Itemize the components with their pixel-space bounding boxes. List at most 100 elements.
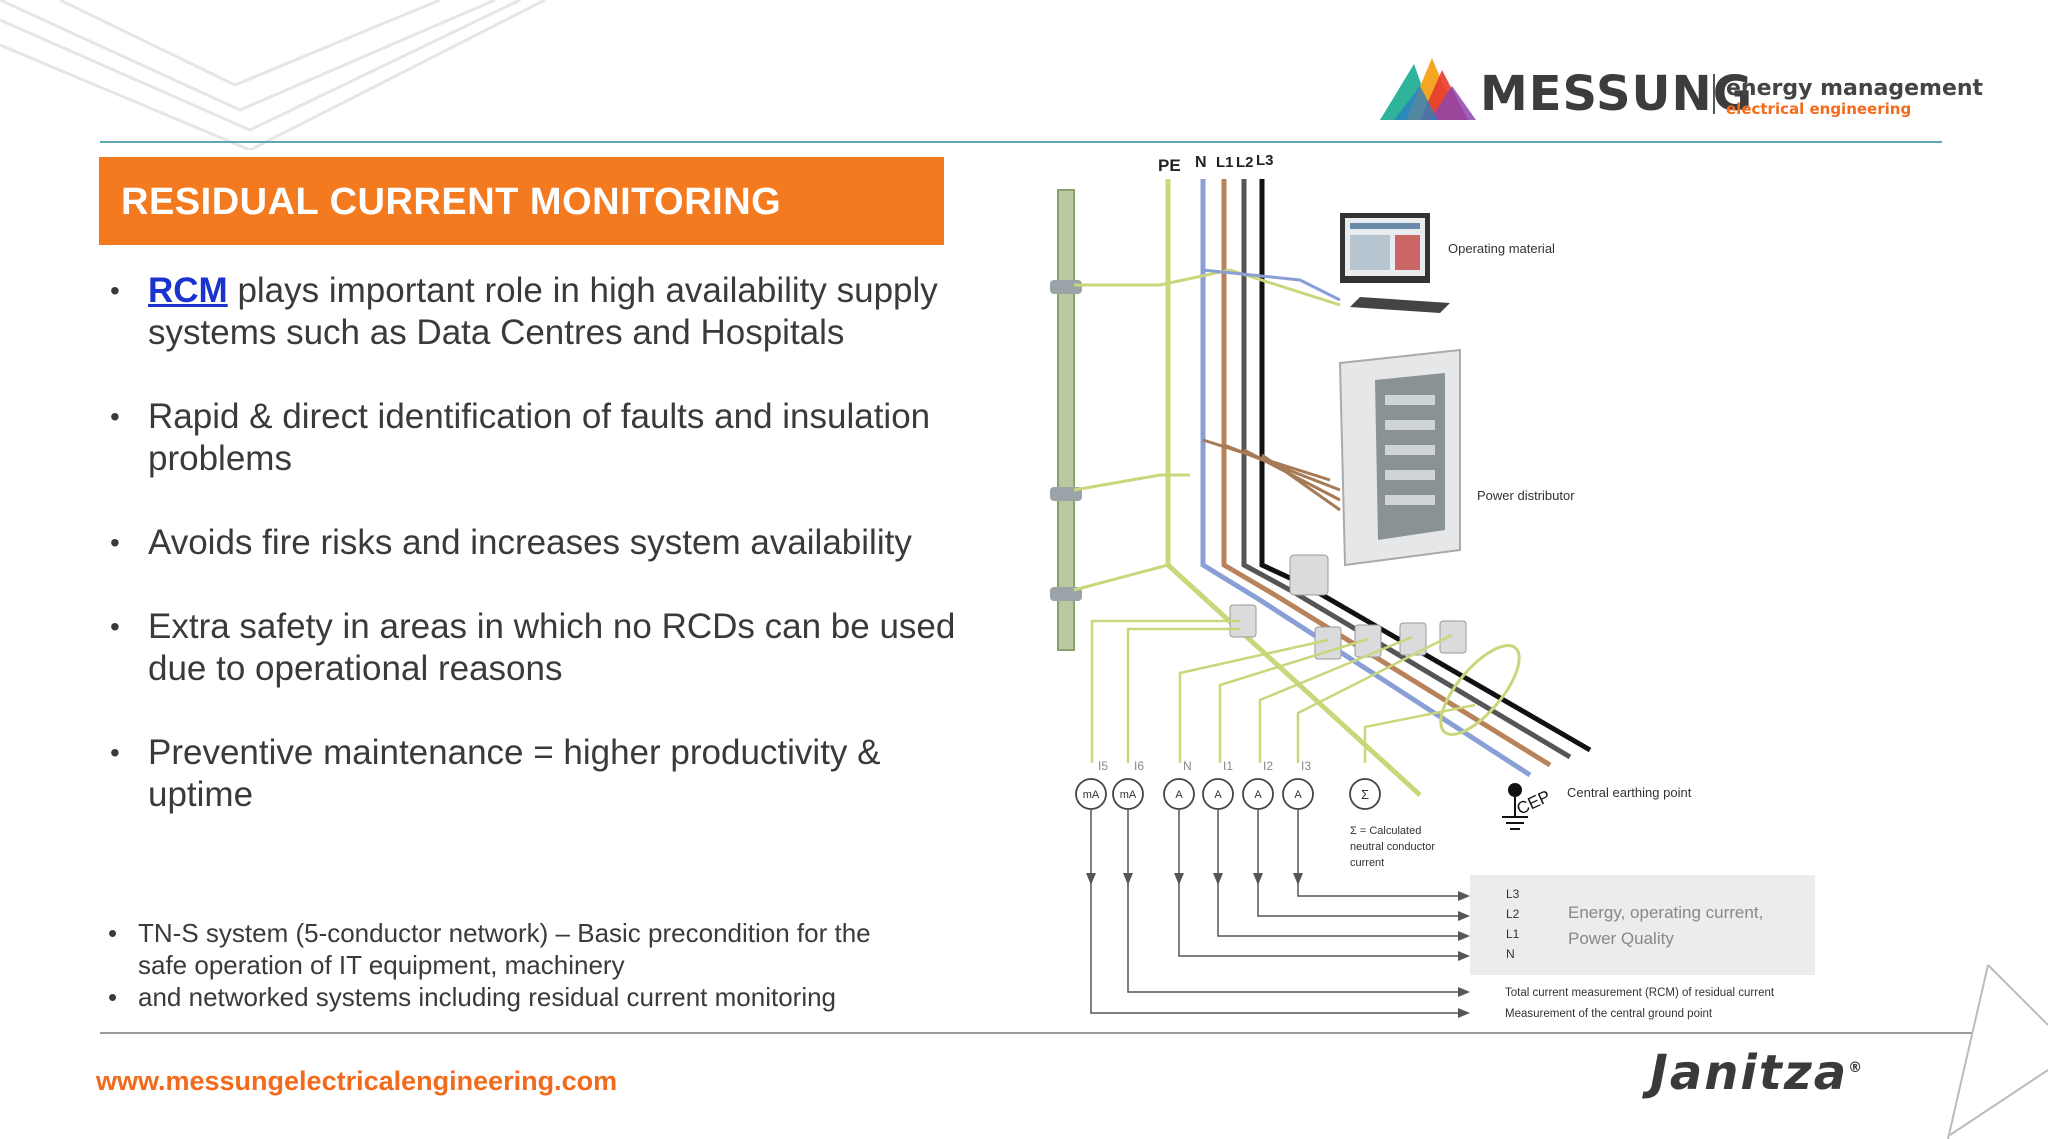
pe-busbar [1057, 189, 1075, 651]
current-transformer [1354, 624, 1382, 658]
cable [1074, 268, 1341, 307]
screen-row [1395, 235, 1420, 270]
note-text: and networked systems including residual… [138, 982, 837, 1012]
cep-point [1508, 783, 1522, 797]
messung-logo: MESSUNG energy management electrical eng… [1380, 52, 1983, 127]
box-line-label: N [1506, 947, 1515, 961]
l3-conductor [1259, 179, 1592, 753]
brand-name: MESSUNG [1480, 66, 1754, 122]
sum-transformer [1439, 644, 1521, 736]
meter-icon [1349, 778, 1381, 810]
sigma-note: neutral conductor [1350, 841, 1435, 853]
bullet-dot: • [110, 611, 120, 642]
box-text: Power Quality [1568, 929, 1674, 948]
measurement-wires [1090, 619, 1476, 763]
page-title: RESIDUAL CURRENT MONITORING [121, 181, 782, 223]
decorative-lines [0, 0, 546, 150]
bullet-dot: • [108, 918, 118, 948]
title-bar: RESIDUAL CURRENT MONITORING [99, 157, 944, 245]
meter-label: I5 [1098, 759, 1108, 773]
registered-mark: ® [1848, 1060, 1865, 1076]
meter-icon [1202, 778, 1234, 810]
keyboard-icon [1350, 297, 1450, 313]
clamp [1050, 280, 1082, 294]
bullet-dot: • [110, 275, 120, 306]
conductor-label: PE [1158, 156, 1181, 175]
rcm-link[interactable]: RCM [148, 271, 228, 310]
l2-conductor [1241, 179, 1572, 760]
list-item: • RCM plays important role in high avail… [110, 270, 960, 354]
label-operating-material: Operating material [1448, 241, 1555, 256]
note-item: • and networked systems including residu… [104, 981, 924, 1013]
cabinet-module [1385, 470, 1435, 480]
box-line-label: L2 [1506, 907, 1520, 921]
conductor-label: L2 [1236, 154, 1254, 171]
rcm-diagram: PE N L1 L2 L3 Operating material Power d… [1050, 152, 1815, 1020]
output-box [1470, 875, 1815, 975]
current-transformer [1439, 620, 1467, 654]
box-line-label: L3 [1506, 887, 1520, 901]
note-list: • TN-S system (5-conductor network) – Ba… [104, 917, 924, 1013]
meter-symbol: A [1254, 789, 1262, 801]
clamp [1050, 587, 1082, 601]
bullet-text: Extra safety in areas in which no RCDs c… [148, 607, 956, 688]
meter-label: I1 [1223, 759, 1233, 773]
meter-symbol: Σ [1361, 787, 1369, 802]
cable [1202, 268, 1341, 302]
meter-icon [1075, 778, 1107, 810]
meter-icon [1242, 778, 1274, 810]
conductor-label: L3 [1256, 152, 1274, 169]
rcm-note: Total current measurement (RCM) of resid… [1505, 987, 1775, 999]
meter-icon [1282, 778, 1314, 810]
logo-divider [1713, 74, 1715, 114]
l1-conductor [1221, 179, 1552, 768]
meter-label: I2 [1263, 759, 1273, 773]
bullet-dot: • [108, 982, 118, 1012]
label-central-earthing-point: Central earthing point [1567, 785, 1692, 800]
brand-tagline-2: electrical engineering [1726, 100, 1912, 118]
bullet-text: Rapid & direct identification of faults … [148, 397, 931, 478]
meter-symbol: mA [1083, 789, 1100, 801]
cabinet-module [1385, 495, 1435, 505]
website-url: www.messungelectricalengineering.com [96, 1066, 618, 1096]
brand-tagline-1: energy management [1726, 76, 1984, 101]
box-text: Energy, operating current, [1568, 903, 1763, 922]
clamp [1050, 487, 1082, 501]
cable [1202, 438, 1341, 512]
meter-symbol: A [1294, 789, 1302, 801]
meter-label: N [1183, 759, 1192, 773]
arrow-heads [1086, 873, 1470, 1018]
meter-icon [1163, 778, 1195, 810]
bullet-dot: • [110, 401, 120, 432]
current-transformer [1289, 554, 1329, 596]
label-power-distributor: Power distributor [1477, 488, 1575, 503]
janitza-logo: Janitza® [1650, 1045, 1864, 1101]
bullet-dot: • [110, 737, 120, 768]
ground-icon [1502, 797, 1528, 830]
cable [1073, 473, 1190, 492]
meter-label: I3 [1301, 759, 1311, 773]
bullet-text-rest: plays important role in high availabilit… [148, 271, 938, 352]
note-text: TN-S system (5-conductor network) – Basi… [138, 918, 871, 980]
n-conductor [1200, 179, 1532, 778]
bullet-text: Preventive maintenance = higher producti… [148, 733, 881, 814]
meter-symbol: A [1175, 789, 1183, 801]
header-divider [100, 141, 1942, 143]
meter-symbol: A [1214, 789, 1222, 801]
ground-note: Measurement of the central ground point [1505, 1008, 1713, 1020]
sigma-note: current [1350, 857, 1384, 869]
screen-row [1350, 235, 1390, 270]
bullet-text: Avoids fire risks and increases system a… [148, 523, 912, 562]
meter-label: I6 [1134, 759, 1144, 773]
note-item: • TN-S system (5-conductor network) – Ba… [104, 917, 924, 981]
sigma-note: Σ = Calculated [1350, 825, 1421, 837]
conductor-label: N [1195, 154, 1207, 171]
screen-row [1350, 223, 1420, 229]
bullet-dot: • [110, 527, 120, 558]
cabinet-module [1385, 395, 1435, 405]
cabinet-module [1385, 420, 1435, 430]
decorative-corner [1947, 964, 2048, 1139]
meter-symbol: mA [1120, 789, 1137, 801]
messung-logo-icon [1380, 58, 1476, 120]
box-line-label: L1 [1506, 927, 1520, 941]
